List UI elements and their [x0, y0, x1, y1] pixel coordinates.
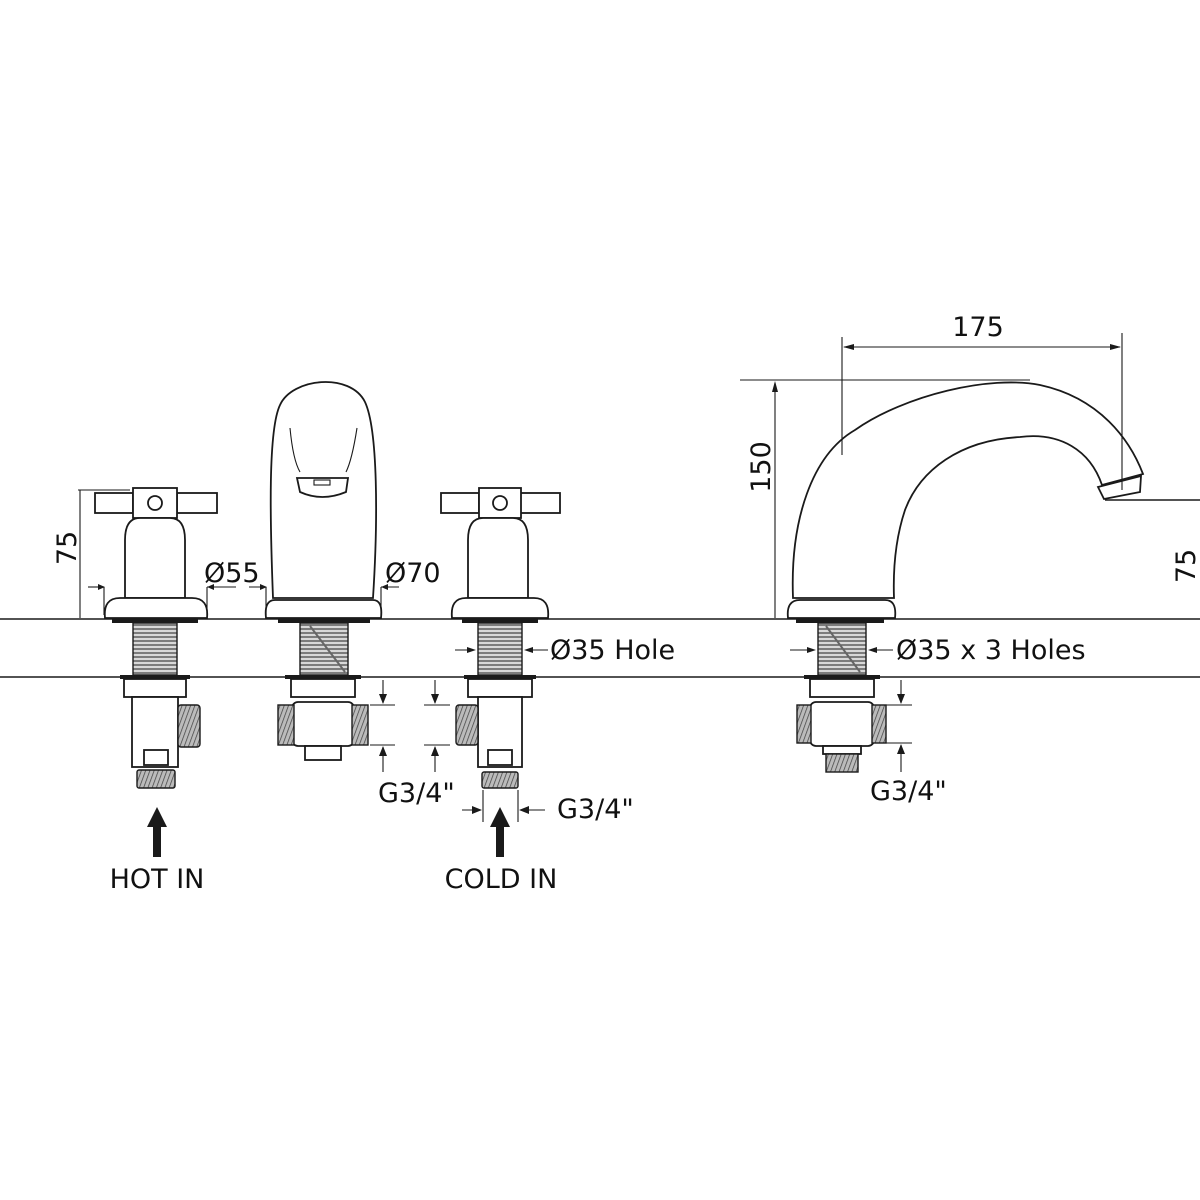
spout-reach-dimension — [841, 333, 1123, 490]
tap-height-dimension — [78, 489, 130, 618]
spout-base-diameter-label: Ø70 — [385, 558, 441, 589]
hot-tap — [94, 487, 218, 789]
countertop — [0, 618, 1200, 678]
spout-base-diameter-dimension — [249, 584, 399, 615]
hot-in-label: HOT IN — [110, 864, 205, 895]
spout-thread-label: G3/4" — [378, 778, 455, 809]
spout-front — [264, 381, 383, 761]
side-thread-label: G3/4" — [870, 776, 947, 807]
side-thread-dimension — [885, 680, 912, 772]
cold-tap — [440, 487, 561, 789]
hole-front-label: Ø35 Hole — [550, 635, 675, 666]
cold-thread-label: G3/4" — [557, 794, 634, 825]
spout-thread-dimension — [370, 680, 450, 772]
spout-height-dimension — [740, 379, 1030, 618]
hole-side-label: Ø35 x 3 Holes — [896, 635, 1086, 666]
spout-side — [786, 381, 1200, 773]
hot-in-arrow — [147, 807, 167, 857]
tap-base-diameter-dimension — [88, 584, 236, 615]
spout-reach-label: 175 — [952, 312, 1004, 343]
outlet-height-label: 75 — [1171, 549, 1200, 583]
hole-dimension-front — [455, 647, 548, 653]
spout-height-label: 150 — [746, 441, 777, 493]
tap-height-label: 75 — [52, 531, 83, 565]
cold-thread-dimension — [462, 790, 545, 822]
tap-base-diameter-label: Ø55 — [204, 558, 260, 589]
hole-dimension-side — [790, 647, 893, 653]
cold-in-arrow — [490, 807, 510, 857]
cold-in-label: COLD IN — [445, 864, 558, 895]
